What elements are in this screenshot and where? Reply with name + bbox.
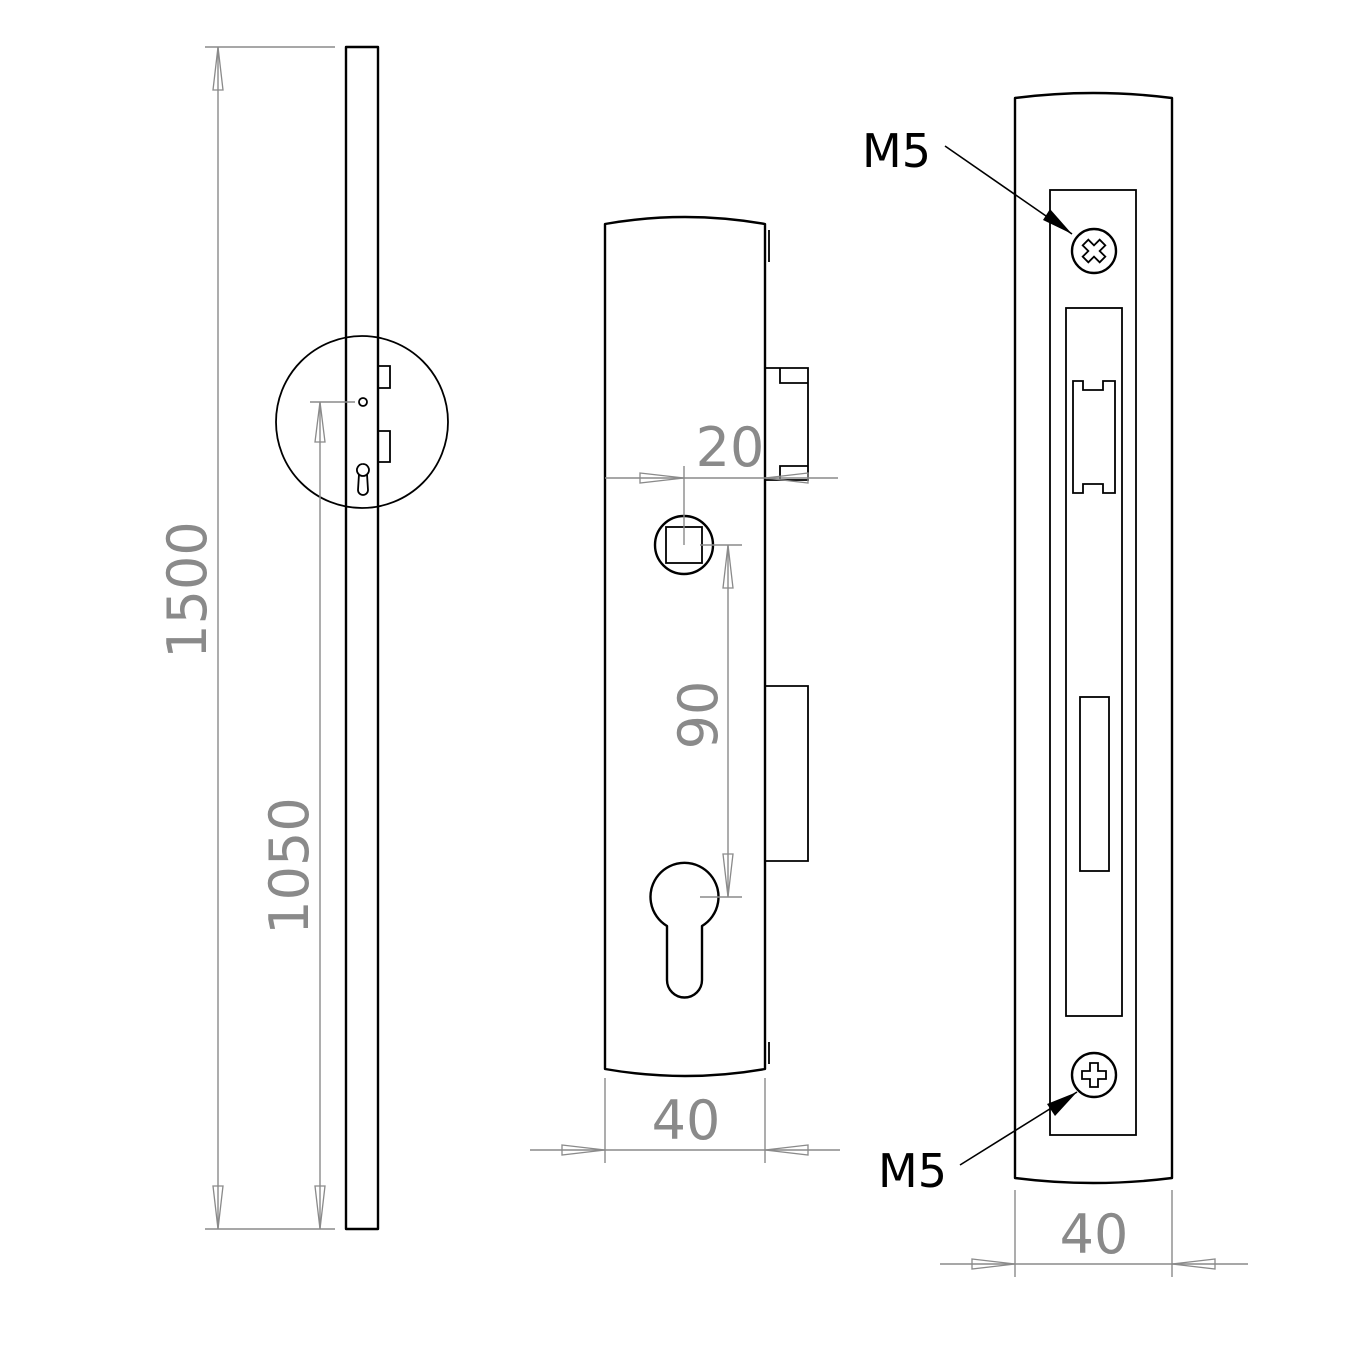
top-screw xyxy=(1070,227,1118,275)
bottom-screw-callout: M5 xyxy=(878,1144,947,1198)
dim-1050-arrow-bottom xyxy=(314,1185,326,1230)
lock-body-outline xyxy=(603,215,767,1078)
front-view-lock-body: 20 90 40 xyxy=(530,215,840,1163)
side-view-bar: 1500 1050 xyxy=(156,45,449,1231)
top-screw-cross-icon xyxy=(1081,238,1107,264)
dim-1050-label: 1050 xyxy=(258,797,321,934)
dim-1500-label: 1500 xyxy=(156,521,219,658)
deadbolt-block xyxy=(765,685,809,862)
dim-90-arrow-top xyxy=(722,544,734,589)
detail-circle xyxy=(275,335,449,509)
dim-20-arrow-left xyxy=(639,472,685,484)
faceplate-view: M5 M5 40 xyxy=(862,91,1248,1277)
latch-block xyxy=(765,367,809,481)
top-screw-leader-arrow xyxy=(1043,209,1072,234)
latch-block-detail xyxy=(779,368,808,480)
latch-bolt-face xyxy=(1072,380,1116,494)
dim-40s-arrow-left xyxy=(971,1258,1016,1270)
faceplate-recess xyxy=(1065,307,1123,1017)
dim-1050-arrow-top xyxy=(314,401,326,443)
bottom-screw-leader-arrow xyxy=(1047,1092,1077,1116)
dim-40s-label: 40 xyxy=(1060,1203,1129,1266)
dim-40f-label: 40 xyxy=(652,1089,721,1152)
deadbolt-slot xyxy=(1079,696,1110,872)
dim-90-label: 90 xyxy=(667,681,730,750)
faceplate-inner-plate xyxy=(1049,189,1137,1136)
lower-latch-stub xyxy=(379,430,391,463)
keyhole-small xyxy=(356,463,370,496)
bottom-screw xyxy=(1070,1051,1118,1099)
faceplate-outline xyxy=(1013,91,1174,1185)
top-screw-callout: M5 xyxy=(862,124,931,178)
cylinder-cutout xyxy=(649,861,720,999)
upper-latch-stub xyxy=(379,365,391,389)
dim-90-arrow-bottom xyxy=(722,853,734,898)
dim-40f-arrow-right xyxy=(764,1144,809,1156)
dim-40s-arrow-right xyxy=(1171,1258,1216,1270)
lock-bar-outline xyxy=(344,45,380,1231)
dim-20-arrow-right xyxy=(764,472,809,484)
dim-1500-arrow-bottom xyxy=(212,1185,224,1230)
dim-40f-arrow-left xyxy=(561,1144,606,1156)
spindle-hole xyxy=(358,397,368,407)
bottom-screw-cross-icon xyxy=(1081,1062,1107,1088)
dim-1500-arrow-top xyxy=(212,46,224,91)
dim-20-label: 20 xyxy=(696,416,765,479)
